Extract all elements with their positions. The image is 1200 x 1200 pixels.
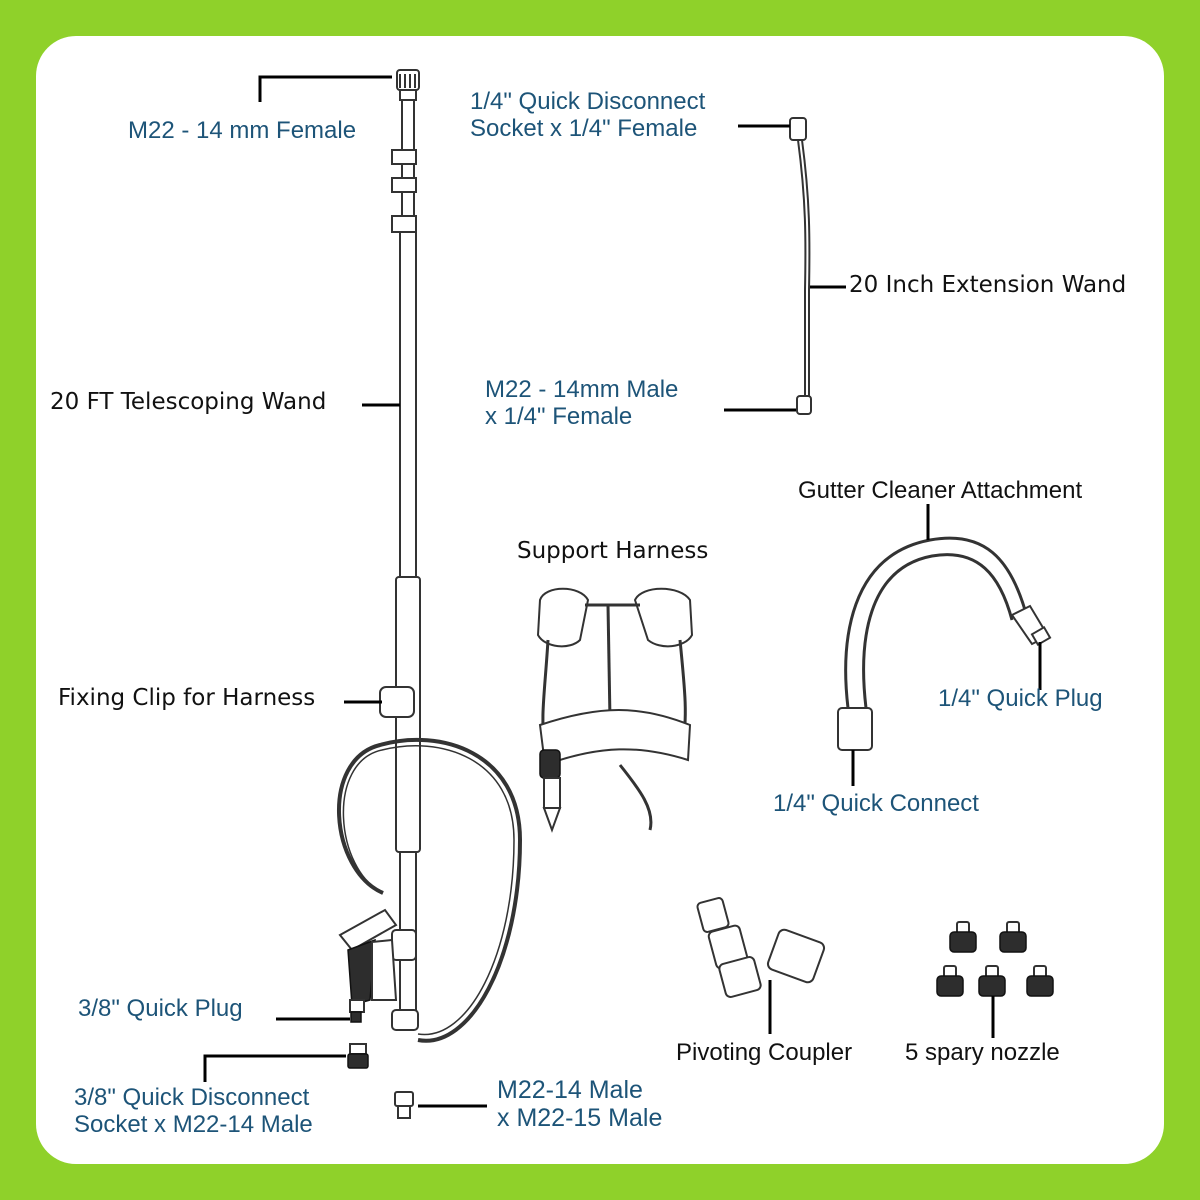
- nozzle-set-drawing: [936, 921, 1054, 997]
- label-nozzles: 5 spary nozzle: [905, 1039, 1060, 1066]
- label-fixing-clip: Fixing Clip for Harness: [58, 685, 316, 711]
- m22-male-fitting-drawing: [394, 1091, 414, 1119]
- product-card: [36, 36, 1164, 1164]
- label-quick-plug-14: 1/4" Quick Plug: [938, 685, 1103, 712]
- extension-wand: [789, 117, 812, 415]
- label-m22-male-fitting: M22-14 Male x M22-15 Male: [497, 1076, 662, 1132]
- label-socket-38-line1: 3/8" Quick Disconnect: [74, 1084, 310, 1111]
- pivoting-coupler-drawing: [696, 897, 826, 998]
- label-socket-14-line2: Socket x 1/4" Female: [470, 114, 698, 142]
- label-quick-plug-38: 3/8" Quick Plug: [78, 995, 243, 1022]
- spray-gun: [338, 908, 398, 1023]
- hose: [337, 737, 523, 1043]
- label-m22-14mm-male: M22 - 14mm Male x 1/4" Female: [485, 376, 679, 431]
- label-m22-14mm-male-line2: x 1/4" Female: [485, 402, 633, 430]
- label-m22-female: M22 - 14 mm Female: [128, 117, 357, 144]
- label-pivoting-coupler: Pivoting Coupler: [676, 1039, 853, 1066]
- label-gutter-cleaner: Gutter Cleaner Attachment: [798, 477, 1083, 504]
- support-harness-drawing: [536, 587, 694, 833]
- label-socket-14-line1: 1/4" Quick Disconnect: [470, 88, 706, 115]
- label-quick-connect-14: 1/4" Quick Connect: [773, 790, 979, 817]
- label-m22-14mm-male-line1: M22 - 14mm Male: [485, 376, 679, 403]
- label-m22-male-line2: x M22-15 Male: [497, 1104, 663, 1132]
- label-extension-wand: 20 Inch Extension Wand: [849, 272, 1127, 298]
- label-socket-14: 1/4" Quick Disconnect Socket x 1/4" Fema…: [470, 88, 706, 143]
- socket-38-drawing: [347, 1043, 369, 1069]
- leader-lines: [203, 75, 1042, 1108]
- label-socket-38: 3/8" Quick Disconnect Socket x M22-14 Ma…: [74, 1084, 313, 1139]
- label-telescoping-wand: 20 FT Telescoping Wand: [50, 389, 327, 415]
- telescoping-wand: [379, 69, 421, 1031]
- label-socket-38-line2: Socket x M22-14 Male: [74, 1110, 313, 1138]
- label-m22-male-line1: M22-14 Male: [497, 1076, 643, 1104]
- label-support-harness: Support Harness: [517, 538, 709, 564]
- gutter-cleaner-drawing: [837, 536, 1052, 751]
